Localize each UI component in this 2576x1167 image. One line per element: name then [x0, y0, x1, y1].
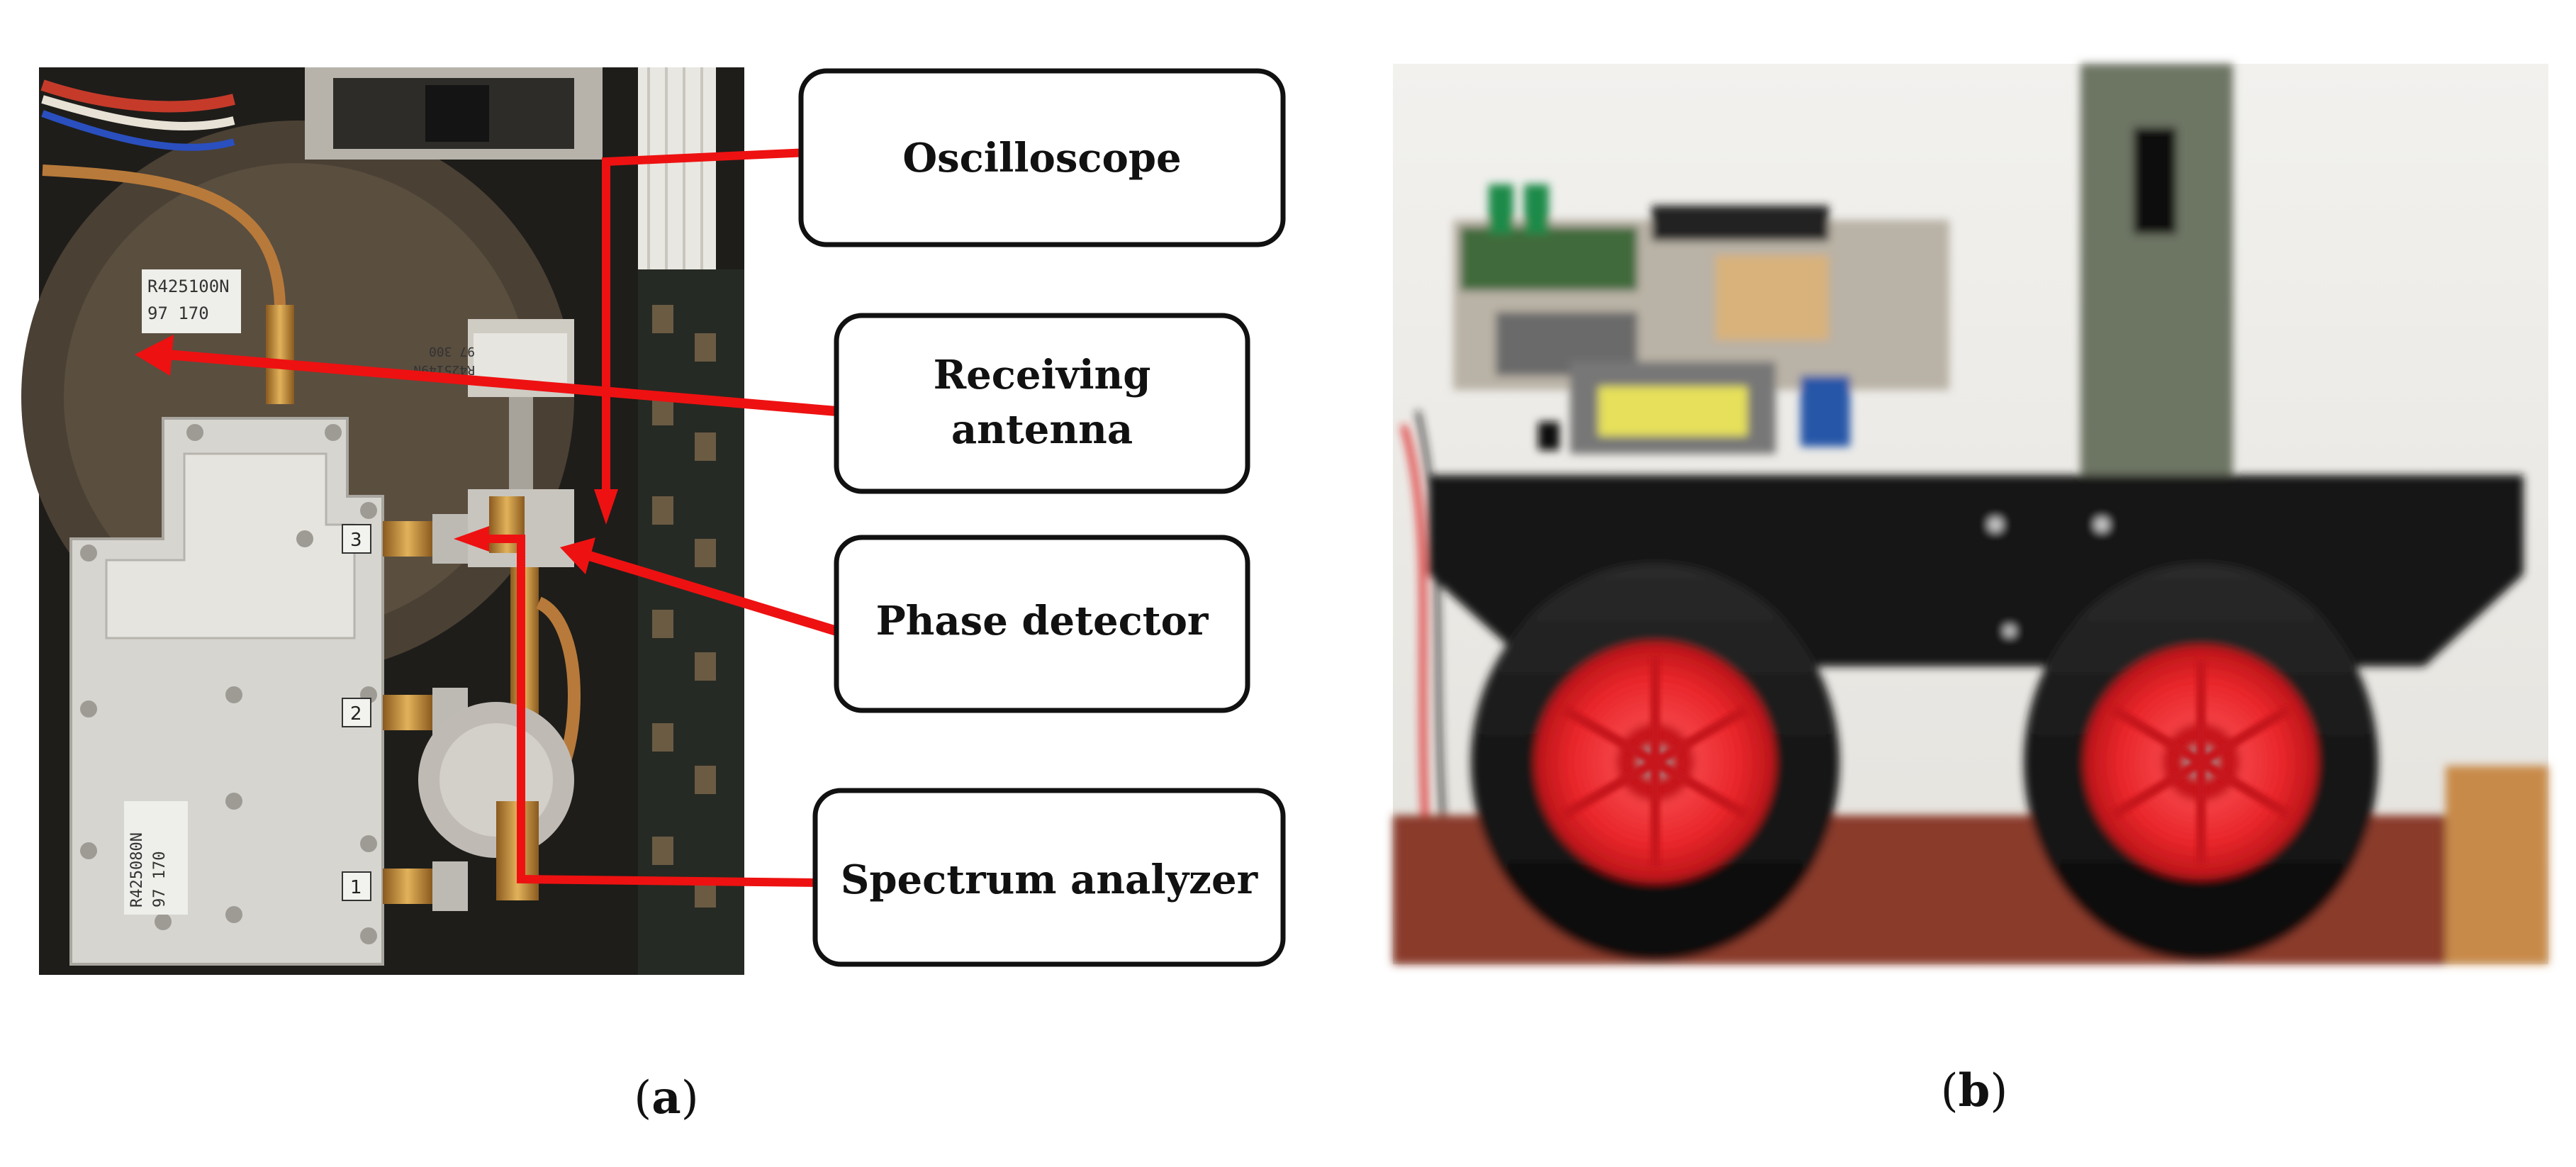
- svg-text:(a): (a): [634, 1071, 698, 1124]
- callout-oscilloscope: Oscilloscope: [798, 68, 1286, 247]
- svg-text:R425100N: R425100N: [147, 277, 230, 296]
- wires-top-left: [40, 79, 235, 113]
- screws: [80, 424, 377, 944]
- caption-a-letter: a: [651, 1071, 681, 1124]
- svg-text:97 300: 97 300: [429, 344, 475, 359]
- copper-cable: [42, 164, 286, 397]
- svg-text:2: 2: [350, 703, 362, 725]
- label-antenna: antenna: [951, 406, 1133, 453]
- callout-spectrum-analyzer: Spectrum analyzer: [812, 788, 1286, 967]
- svg-text:3: 3: [350, 530, 362, 551]
- wire-bundle: [638, 67, 716, 308]
- caption-b-letter: b: [1959, 1064, 1990, 1117]
- arrow-spectrum-analyzer: [489, 535, 816, 887]
- svg-text:97 170: 97 170: [147, 303, 209, 323]
- caption-a: (a): [634, 1071, 698, 1124]
- svg-text:(b): (b): [1941, 1064, 2008, 1117]
- caption-b: (b): [1941, 1064, 2008, 1117]
- svg-text:R425080N: R425080N: [128, 832, 146, 908]
- label-receiving: Receiving: [934, 352, 1151, 398]
- port-labels: 3 2 1: [342, 524, 371, 901]
- callout-phase-detector: Phase detector: [834, 535, 1250, 713]
- sticker-middle: R425149N 97 300: [413, 319, 574, 397]
- svg-text:1: 1: [350, 877, 362, 898]
- svg-text:97 170: 97 170: [151, 851, 169, 908]
- arrow-receiving-antenna: [166, 350, 837, 416]
- panel-b-photo: [1393, 64, 2548, 964]
- arrow-phase-detector: [583, 549, 839, 636]
- arrows: [135, 148, 839, 887]
- callout-receiving-antenna: Receiving antenna: [834, 313, 1250, 494]
- label-phase-detector: Phase detector: [876, 598, 1209, 644]
- label-spectrum-analyzer: Spectrum analyzer: [841, 856, 1259, 903]
- label-oscilloscope: Oscilloscope: [902, 135, 1181, 182]
- sticker-top: R425100N 97 170: [142, 269, 241, 333]
- sticker-bottom: R425080N 97 170: [124, 801, 188, 915]
- panel-a-photo: R425100N 97 170 R425149N 97 300: [21, 67, 744, 975]
- arrow-oscilloscope: [602, 148, 809, 496]
